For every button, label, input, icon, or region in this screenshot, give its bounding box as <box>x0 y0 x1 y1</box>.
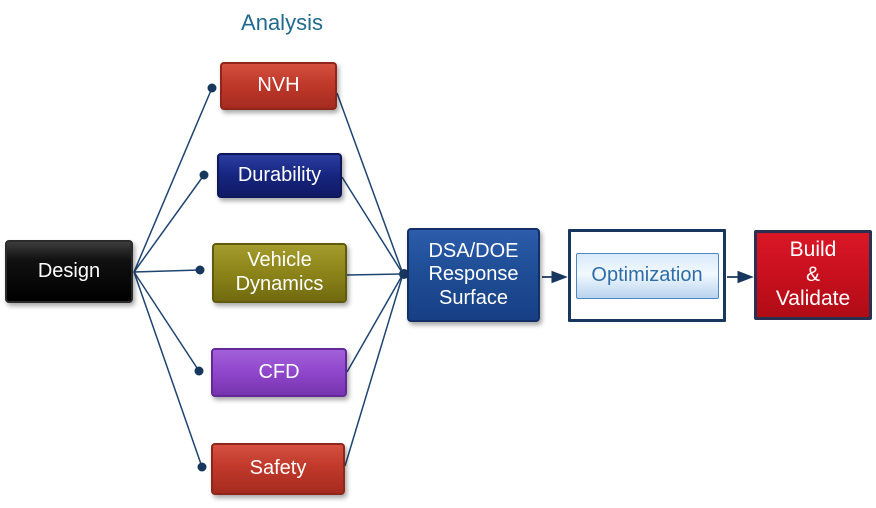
safety-node: Safety <box>211 443 345 495</box>
dot-nvh <box>207 83 217 93</box>
vehicle-dynamics-label-line2: Dynamics <box>235 273 324 295</box>
dsa-label-line3: Surface <box>439 286 508 309</box>
build-validate-label-line2: & <box>805 262 820 286</box>
connector-design-cfd <box>133 271 200 372</box>
nvh-node: NVH <box>220 62 337 110</box>
connector-cfd-dsa <box>346 273 404 373</box>
vehicle-dynamics-label-line1: Vehicle <box>247 249 312 272</box>
durability-node-label: Durability <box>237 163 322 186</box>
analysis-column-label: Analysis <box>241 10 323 35</box>
build-validate-label-line1: Build <box>789 237 837 261</box>
dsa-doe-response-surface-node: DSA/DOE Response Surface <box>407 228 540 322</box>
cfd-node-label: CFD <box>258 360 300 383</box>
connector-nvh-dsa <box>336 92 404 275</box>
build-validate-label-line3: Validate <box>775 287 851 311</box>
durability-node: Durability <box>217 153 342 198</box>
dsa-label-line1: DSA/DOE <box>428 239 519 262</box>
dot-durability <box>199 170 209 180</box>
connector-design-durability <box>133 174 205 273</box>
optimization-frame: Optimization <box>568 229 726 322</box>
design-node-label: Design <box>37 259 101 282</box>
connector-durability-dsa <box>341 176 404 275</box>
connector-design-safety <box>133 271 203 468</box>
nvh-node-label: NVH <box>257 74 300 97</box>
dot-vehicle-dynamics <box>195 265 205 275</box>
build-validate-node: Build & Validate <box>754 230 872 320</box>
connector-design-vehicle-dynamics <box>133 269 201 273</box>
dot-dsa-convergence <box>399 269 409 279</box>
connector-vehicle-dynamics-dsa <box>346 273 404 276</box>
connector-design-nvh <box>133 87 213 273</box>
cfd-node: CFD <box>211 348 347 397</box>
dsa-label-line2: Response <box>428 263 519 286</box>
optimization-node: Optimization <box>575 252 719 299</box>
safety-node-label: Safety <box>249 457 307 480</box>
design-node: Design <box>5 240 133 303</box>
connector-safety-dsa <box>344 273 404 467</box>
dot-safety <box>197 462 207 472</box>
optimization-node-label: Optimization <box>591 264 703 286</box>
vehicle-dynamics-node: Vehicle Dynamics <box>212 243 347 303</box>
dot-cfd <box>194 366 204 376</box>
